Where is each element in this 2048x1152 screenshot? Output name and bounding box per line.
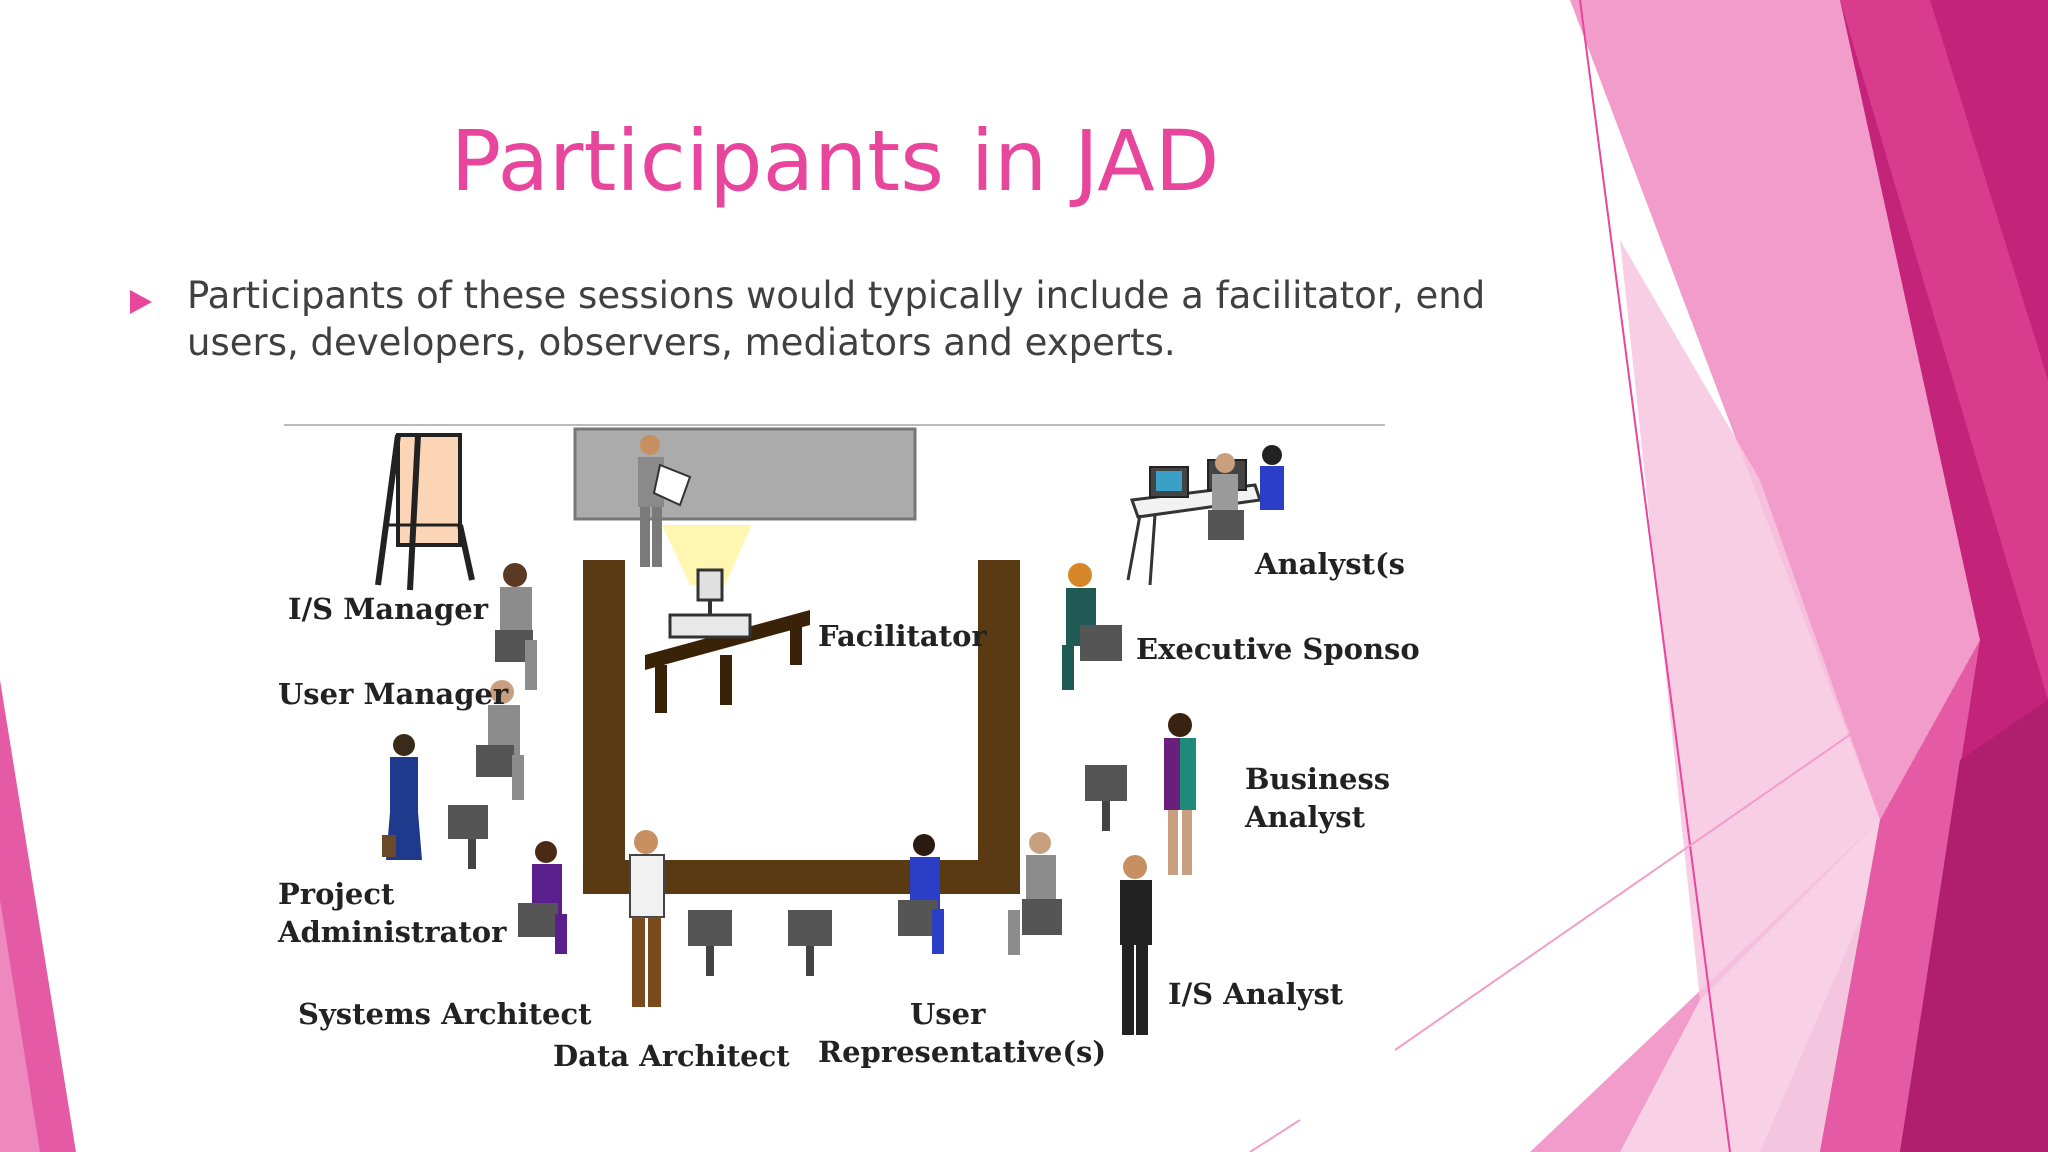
executive-sponsor-person	[1062, 563, 1122, 690]
projector-table	[645, 568, 810, 713]
jad-room-illustration: I/S Manager User Manager Project Adminis…	[270, 415, 1420, 1090]
label-user-representative-2: Representative(s)	[818, 1035, 1107, 1069]
label-project-administrator-2: Administrator	[278, 915, 507, 949]
user-representative-person-2	[1008, 832, 1062, 955]
is-manager-person	[495, 563, 537, 690]
label-data-architect: Data Architect	[553, 1039, 790, 1073]
projection-screen	[573, 427, 917, 521]
user-manager-person	[476, 680, 524, 800]
facilitator-person	[638, 435, 692, 567]
business-analyst-person	[1164, 713, 1196, 875]
label-is-analyst: I/S Analyst	[1168, 977, 1344, 1011]
user-representative-person	[898, 834, 944, 954]
is-analyst-person	[1120, 855, 1152, 1035]
bullet-text: Participants of these sessions would typ…	[187, 274, 1486, 364]
projector-light-beam	[662, 525, 752, 585]
systems-architect-person	[518, 841, 567, 954]
bullet-arrow-icon	[130, 290, 152, 314]
label-project-administrator-1: Project	[278, 877, 395, 911]
project-administrator-person	[382, 734, 422, 860]
label-executive-sponsor: Executive Sponso	[1136, 632, 1420, 666]
label-business-analyst-1: Business	[1245, 762, 1391, 796]
empty-chairs-bottom	[688, 910, 832, 976]
bullet-list-item: Participants of these sessions would typ…	[130, 272, 1570, 366]
data-architect-person	[629, 830, 665, 1007]
analyst-person	[1208, 445, 1284, 540]
jad-room-drawing	[284, 424, 1385, 1035]
empty-chair-right	[1085, 765, 1127, 831]
label-systems-architect: Systems Architect	[298, 997, 592, 1031]
label-analysts: Analyst(s	[1255, 547, 1406, 581]
flip-chart-icon	[375, 433, 475, 591]
label-business-analyst-2: Analyst	[1245, 800, 1365, 834]
label-facilitator: Facilitator	[818, 619, 987, 653]
slide-title: Participants in JAD	[450, 112, 1220, 210]
empty-chair-left	[448, 805, 488, 869]
label-user-manager: User Manager	[278, 677, 509, 711]
label-user-representative-1: User	[910, 997, 986, 1031]
label-is-manager: I/S Manager	[288, 592, 488, 626]
